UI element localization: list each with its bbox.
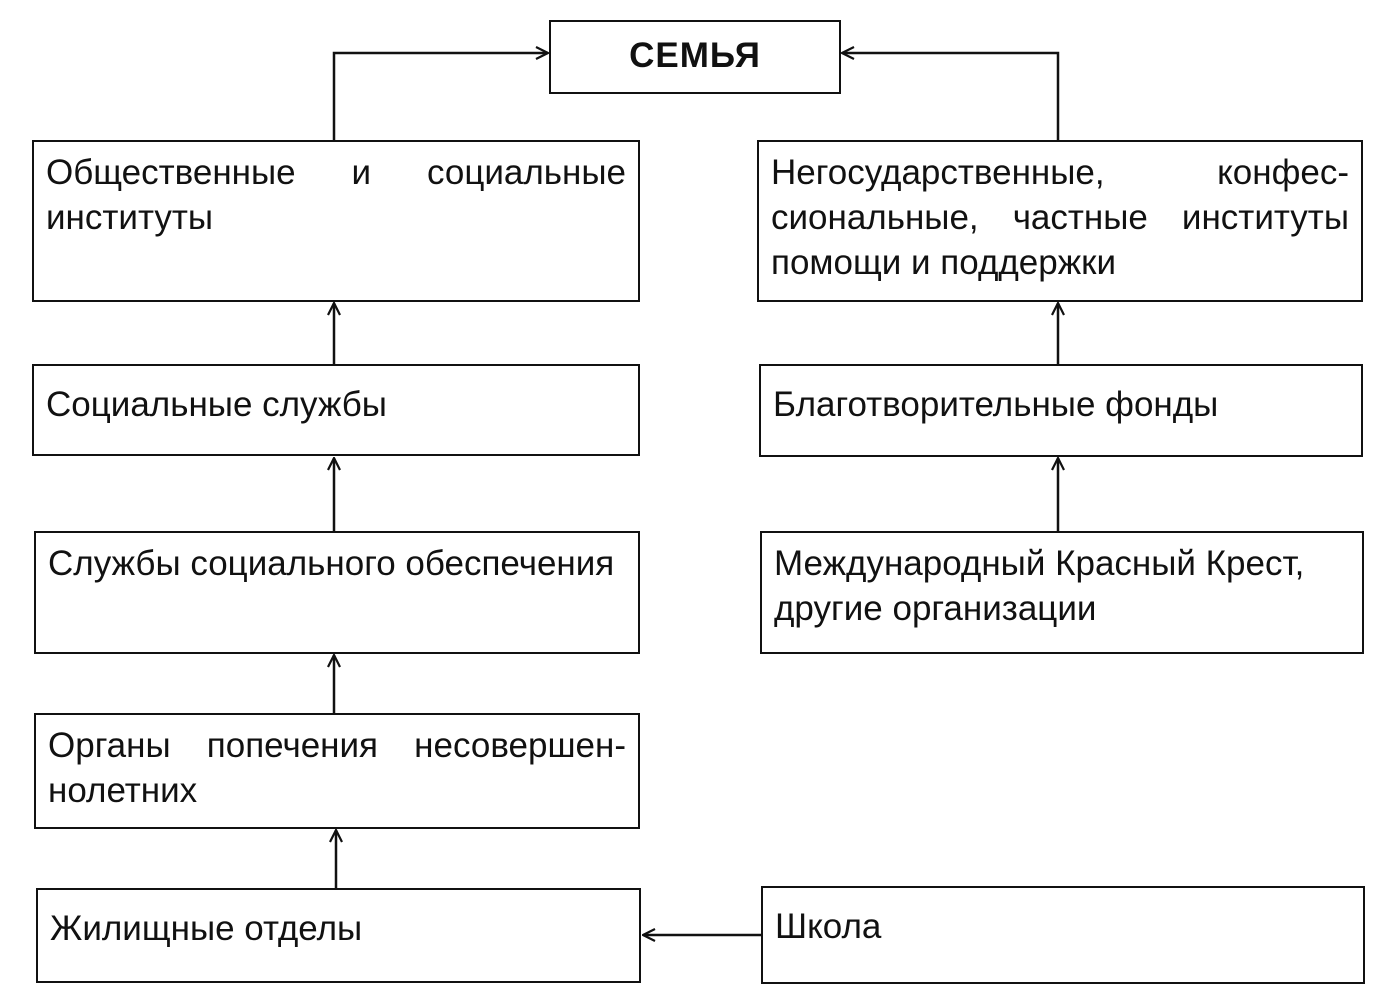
node-red-cross: Международный Красный Крест, другие орга…: [760, 531, 1364, 654]
family-node: СЕМЬЯ: [549, 20, 841, 94]
node-social-services: Социальные службы: [32, 364, 640, 456]
edge-public-institutions-to-family: [332, 53, 548, 140]
edge-nongovernmental-to-family: [842, 53, 1060, 140]
node-guardianship-bodies: Органы попечения несовершен­нолетних: [34, 713, 640, 829]
node-charity-funds: Благотворительные фонды: [759, 364, 1363, 457]
node-school: Школа: [761, 886, 1365, 984]
node-housing-departments: Жилищные отделы: [36, 888, 641, 983]
node-social-security-services: Службы социального обес­печения: [34, 531, 640, 654]
node-nongovernmental-institutions: Негосударственные, конфес­сиональные, ча…: [757, 140, 1363, 302]
node-public-institutions: Общественные и социальные институты: [32, 140, 640, 302]
